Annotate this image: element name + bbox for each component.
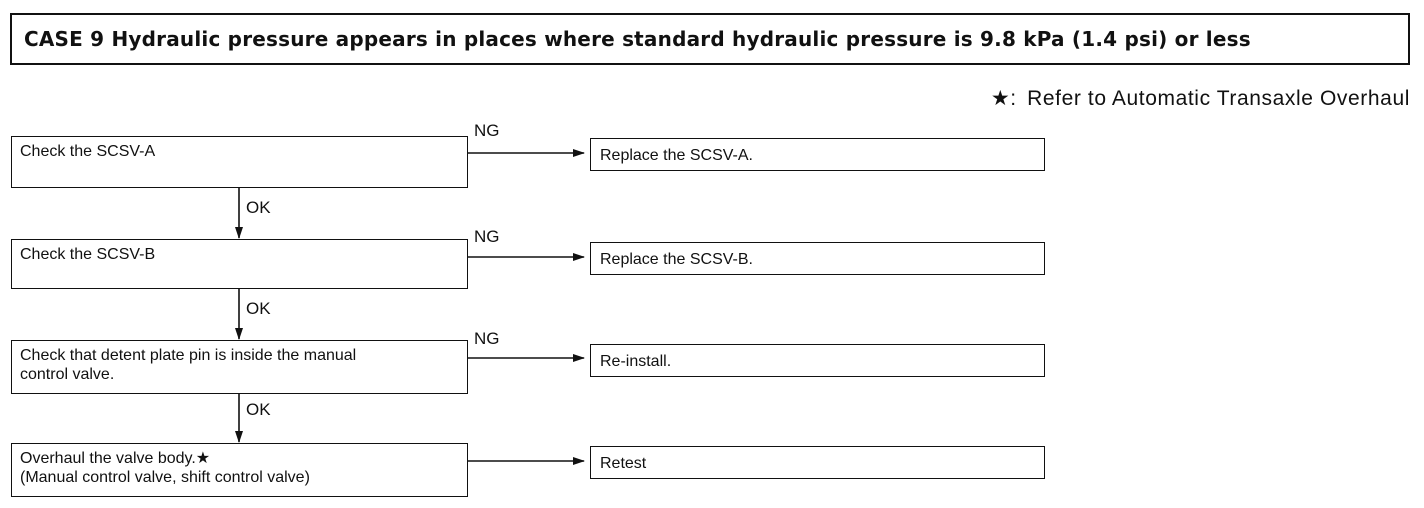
check-text-line1: Check the SCSV-B <box>20 246 156 263</box>
ok-label-2: OK <box>246 299 271 318</box>
check-box-scsv-b: Check the SCSV-B <box>11 239 468 289</box>
result-box-replace-scsv-a: Replace the SCSV-A. <box>590 138 1045 171</box>
check-text-line1: Overhaul the valve body.★ <box>20 450 211 467</box>
check-box-overhaul-valve-body: Overhaul the valve body.★ (Manual contro… <box>11 443 468 497</box>
ok-label-1: OK <box>246 198 271 217</box>
result-text: Replace the SCSV-B. <box>600 251 753 268</box>
check-text-line2: control valve. <box>20 366 115 383</box>
star-icon: ★: <box>990 87 1017 110</box>
legend-note: ★: Refer to Automatic Transaxle Overhaul <box>991 86 1410 111</box>
title-box: CASE 9 Hydraulic pressure appears in pla… <box>10 13 1410 65</box>
result-text: Retest <box>600 455 647 472</box>
check-box-detent-pin: Check that detent plate pin is inside th… <box>11 340 468 394</box>
result-text: Replace the SCSV-A. <box>600 147 753 164</box>
ok-label-3: OK <box>246 400 271 419</box>
result-box-retest: Retest <box>590 446 1045 479</box>
check-box-scsv-a: Check the SCSV-A <box>11 136 468 188</box>
page-title: CASE 9 Hydraulic pressure appears in pla… <box>24 27 1251 51</box>
ng-label-1: NG <box>474 121 500 140</box>
result-box-replace-scsv-b: Replace the SCSV-B. <box>590 242 1045 275</box>
check-text-line2: (Manual control valve, shift control val… <box>20 469 310 486</box>
check-text-line1: Check the SCSV-A <box>20 143 156 160</box>
legend-text: Refer to Automatic Transaxle Overhaul <box>1027 87 1410 110</box>
result-text: Re-install. <box>600 353 672 370</box>
result-box-reinstall: Re-install. <box>590 344 1045 377</box>
check-text-line1: Check that detent plate pin is inside th… <box>20 347 357 364</box>
ng-label-3: NG <box>474 329 500 348</box>
ng-label-2: NG <box>474 227 500 246</box>
